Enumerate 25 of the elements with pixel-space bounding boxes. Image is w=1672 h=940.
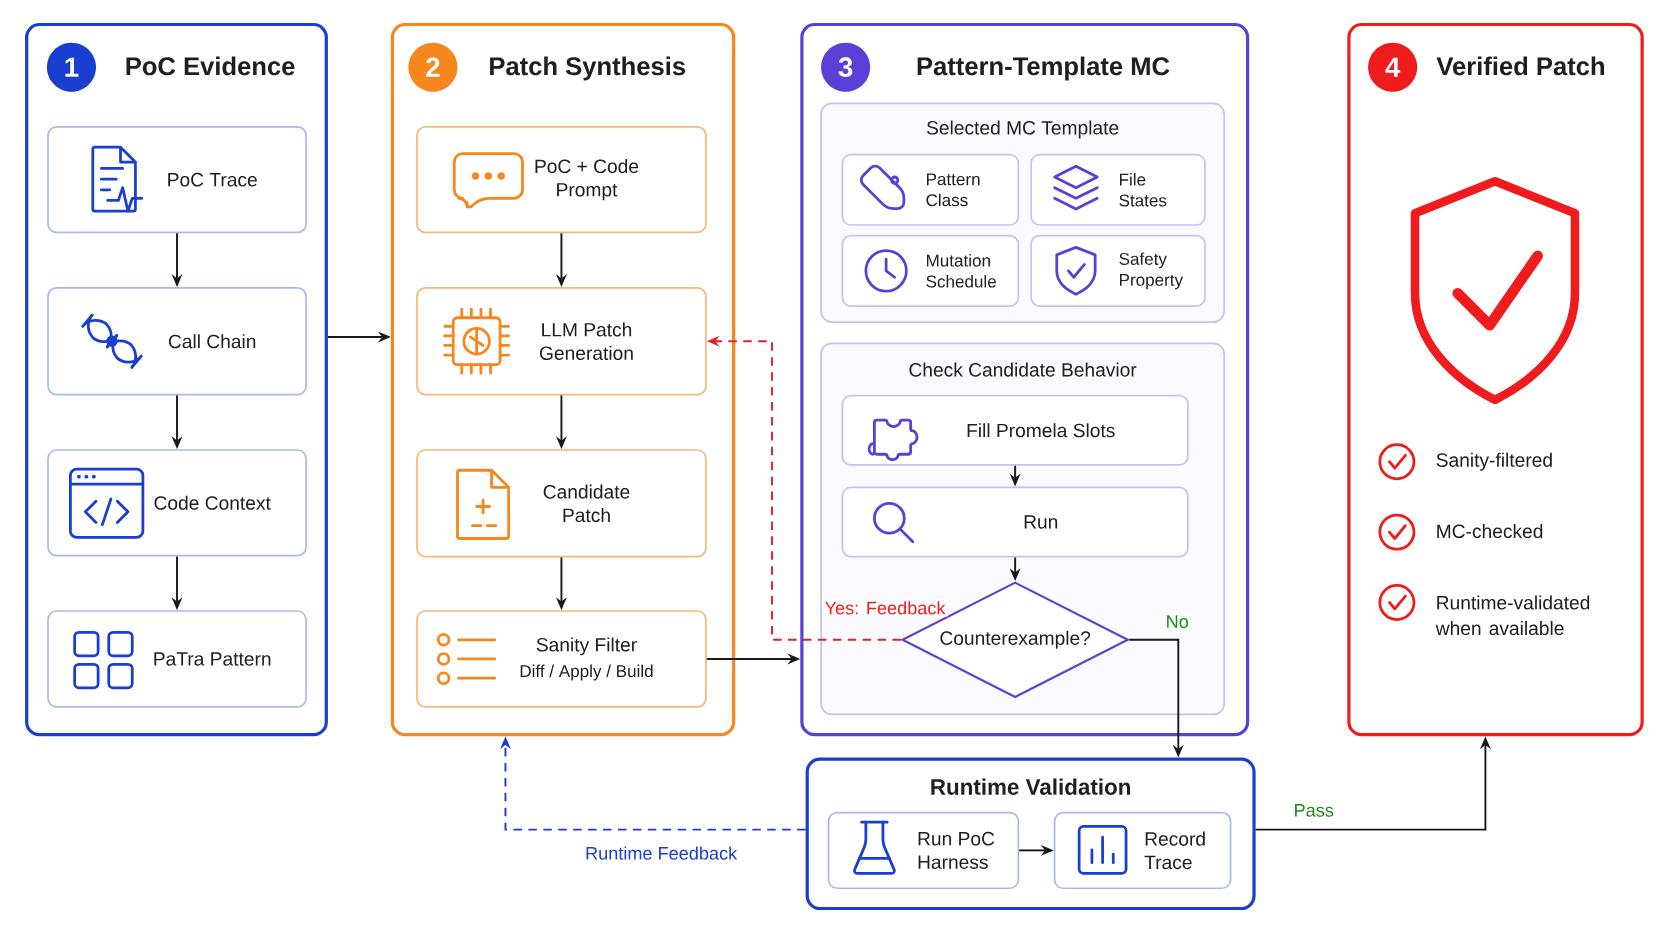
- number-badge: 2: [408, 42, 458, 92]
- step-box: Run: [841, 486, 1189, 558]
- step-box: Call Chain: [47, 286, 307, 396]
- number-badge: 1: [46, 42, 96, 92]
- checklist-text: Runtime-validated when available: [1435, 595, 1590, 635]
- step-box: Mutation Schedule: [841, 234, 1020, 307]
- edge-label: Runtime Feedback: [582, 844, 740, 862]
- number-badge: 4: [1368, 42, 1418, 92]
- step-box: Sanity Filter Diff / Apply / Build: [416, 609, 707, 708]
- step-box: PaTra Pattern: [47, 609, 307, 708]
- step-box: Pattern Class: [841, 153, 1020, 226]
- step-box: Safety Property: [1030, 234, 1206, 307]
- step-box: PoC Trace: [47, 125, 307, 234]
- step-box: Run PoC Harness: [827, 811, 1020, 889]
- step-box: PoC + Code Prompt: [416, 125, 707, 234]
- checklist-text: Sanity-filtered: [1436, 452, 1552, 471]
- step-box: Fill Promela Slots: [841, 394, 1189, 466]
- step-box: Candidate Patch: [416, 448, 707, 558]
- step-box: File States: [1030, 153, 1206, 226]
- step-box: Record Trace: [1053, 811, 1232, 889]
- number-badge: 3: [821, 42, 871, 92]
- step-box: Code Context: [47, 448, 307, 557]
- edge-label: Pass: [1291, 801, 1336, 819]
- checklist-text: MC-checked: [1437, 523, 1543, 538]
- step-box: LLM Patch Generation: [416, 286, 707, 396]
